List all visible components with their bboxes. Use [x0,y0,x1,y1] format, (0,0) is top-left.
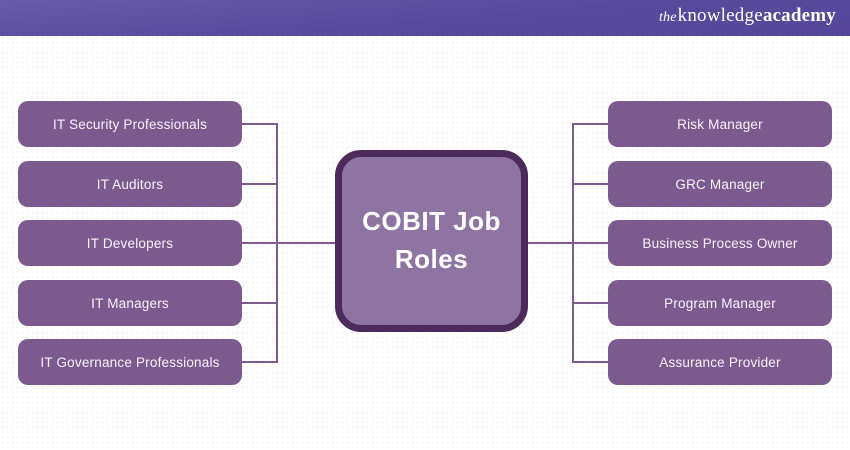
logo-academy: academy [762,5,836,26]
role-label: IT Security Professionals [52,116,208,132]
role-label: IT Managers [91,295,169,311]
role-box-grc-manager: GRC Manager [608,161,832,207]
role-label: Risk Manager [677,116,763,132]
role-label: IT Governance Professionals [40,354,220,370]
connector-left-stub-5 [242,361,278,363]
role-label: GRC Manager [675,176,765,192]
role-label: Assurance Provider [659,354,781,370]
top-banner: theknowledgeacademy [0,0,850,36]
role-box-it-security-professionals: IT Security Professionals [18,101,242,147]
role-box-it-auditors: IT Auditors [18,161,242,207]
connector-right-main [528,242,573,244]
connector-left-main [278,242,335,244]
role-box-program-manager: Program Manager [608,280,832,326]
knowledge-academy-logo: theknowledgeacademy [659,5,836,27]
role-box-business-process-owner: Business Process Owner [608,220,832,266]
role-box-risk-manager: Risk Manager [608,101,832,147]
connector-right-vertical [572,123,574,363]
center-title-box: COBIT Job Roles [335,150,528,332]
role-box-it-managers: IT Managers [18,280,242,326]
role-label: Program Manager [664,295,776,311]
connector-left-stub-1 [242,123,278,125]
role-label: IT Developers [86,235,174,251]
diagram-title: COBIT Job Roles [362,206,501,274]
logo-the: the [658,10,677,25]
role-box-it-governance-professionals: IT Governance Professionals [18,339,242,385]
connector-right-stub-4 [572,302,608,304]
role-box-assurance-provider: Assurance Provider [608,339,832,385]
connector-left-stub-2 [242,183,278,185]
connector-right-stub-3 [572,242,608,244]
role-box-it-developers: IT Developers [18,220,242,266]
connector-right-stub-5 [572,361,608,363]
logo-knowledge: knowledge [677,5,763,26]
connector-left-vertical [276,123,278,363]
connector-left-stub-3 [242,242,278,244]
role-label: Business Process Owner [642,235,798,251]
connector-left-stub-4 [242,302,278,304]
connector-right-stub-1 [572,123,608,125]
role-label: IT Auditors [96,176,164,192]
connector-right-stub-2 [572,183,608,185]
